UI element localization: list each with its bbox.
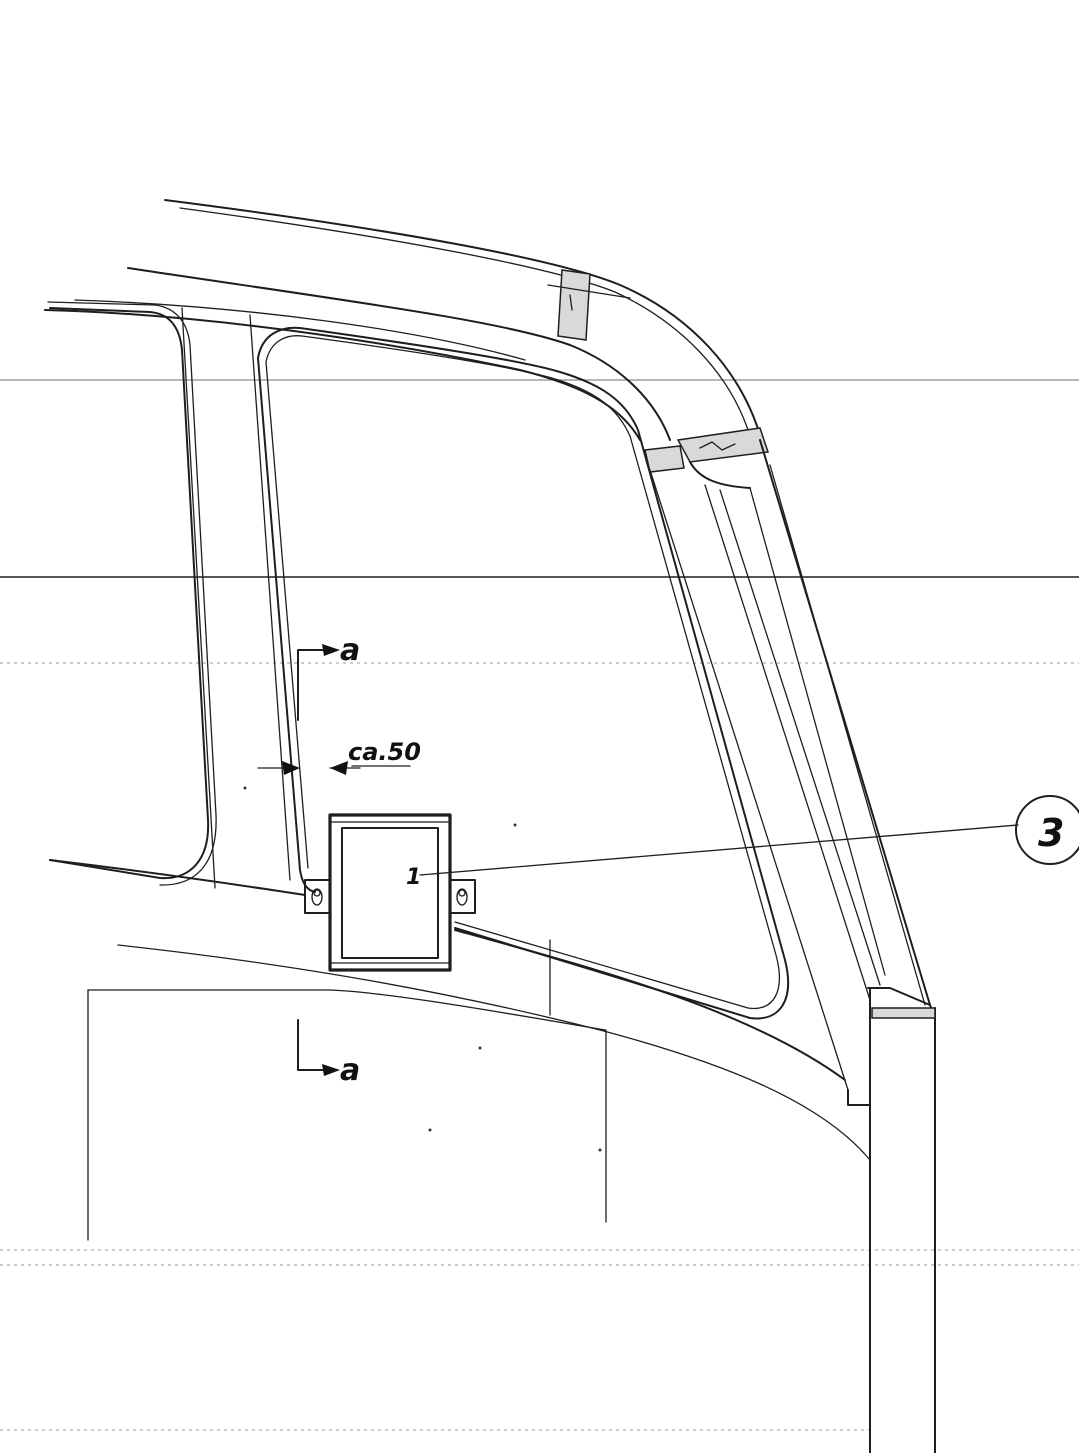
part-mark: 1 [406,865,421,890]
section-marker-top: a [297,633,360,721]
dimension-label: ca.50 [348,738,421,766]
misc-marks [243,786,602,1152]
section-marker-bottom: a [297,1019,360,1088]
dimension-ca50: ca.50 [257,738,421,775]
right-bracket [449,879,476,914]
callout-number: 3 [1038,811,1064,855]
belt-line [49,859,871,1241]
pillar-joint [644,427,769,489]
section-label-top: a [340,633,360,668]
roof-outline [44,199,761,441]
front-door-window [257,326,790,1020]
callout-3: 3 [419,795,1079,876]
roof-cross-member [547,269,631,341]
left-bracket [304,879,331,914]
right-post [867,987,936,1453]
mounted-box [328,813,452,972]
reference-lines [0,379,1079,1431]
a-pillar [649,439,931,1106]
b-pillar [181,307,291,889]
section-label-bottom: a [340,1053,360,1088]
rear-side-window [47,301,217,886]
